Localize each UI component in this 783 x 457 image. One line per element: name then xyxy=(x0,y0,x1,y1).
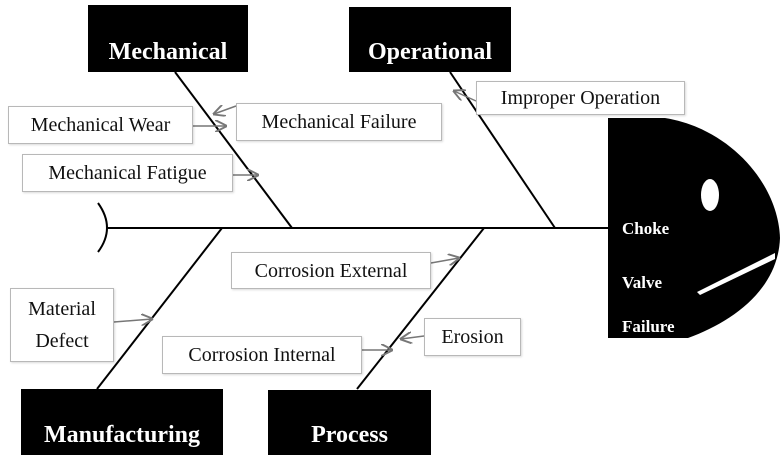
bone-operational xyxy=(449,71,556,229)
arrow-corrosion-external xyxy=(430,258,459,263)
cause-corrosion-external: Corrosion External xyxy=(231,252,431,289)
bone-manufacturing xyxy=(96,227,223,390)
material-defect-line1: Material xyxy=(28,298,96,320)
bone-process xyxy=(356,227,485,390)
cause-mechanical-failure: Mechanical Failure xyxy=(236,103,442,141)
arrow-improper-operation xyxy=(454,91,477,102)
cause-improper-operation: Improper Operation xyxy=(476,81,685,115)
fish-mouth xyxy=(697,253,775,295)
bone-mechanical xyxy=(174,71,293,229)
category-process: Process xyxy=(268,390,431,455)
category-mechanical: Mechanical xyxy=(88,5,248,72)
category-operational: Operational xyxy=(349,7,511,72)
effect-line1: Choke xyxy=(622,219,670,238)
effect-line3: Failure xyxy=(622,317,675,336)
cause-mechanical-fatigue: Mechanical Fatigue xyxy=(22,154,233,192)
cause-material-defect: Material Defect xyxy=(10,288,114,362)
cause-corrosion-internal: Corrosion Internal xyxy=(162,336,362,374)
arrow-material-defect xyxy=(113,319,152,322)
arrow-erosion xyxy=(401,336,425,339)
fish-eye xyxy=(701,179,719,211)
material-defect-line2: Defect xyxy=(35,330,89,352)
cause-mechanical-wear: Mechanical Wear xyxy=(8,106,193,144)
effect-line2: Valve xyxy=(622,273,662,292)
category-manufacturing: Manufacturing xyxy=(21,389,223,455)
fish-tail xyxy=(97,202,108,253)
fish-head xyxy=(608,118,780,338)
arrow-mechanical-failure xyxy=(214,106,237,114)
cause-erosion: Erosion xyxy=(424,318,521,356)
